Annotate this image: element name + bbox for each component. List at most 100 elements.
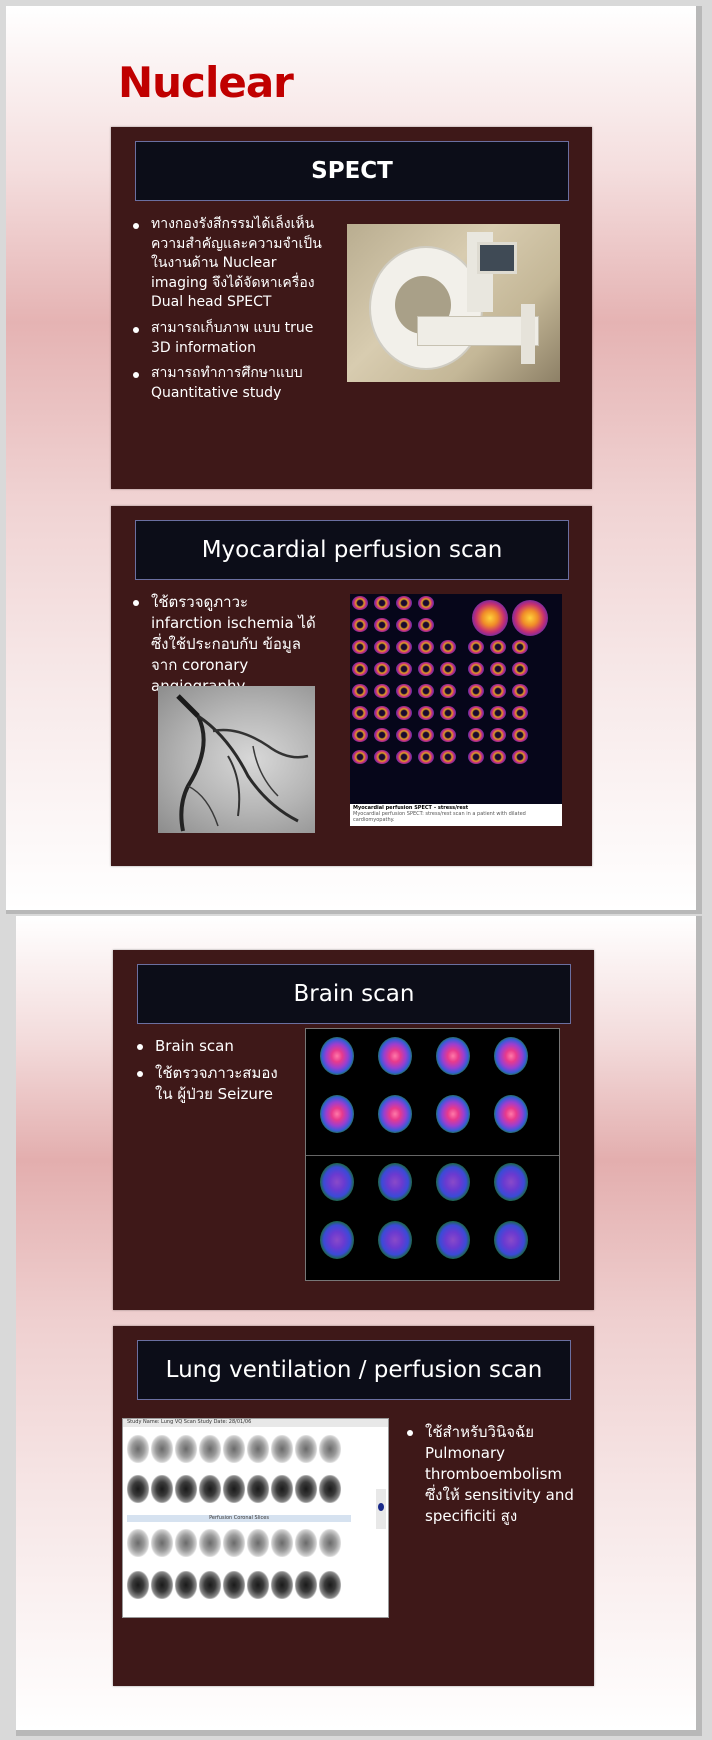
slide-brain-title: Brain scan — [137, 964, 571, 1024]
lung-slice — [295, 1571, 317, 1599]
lung-slice — [247, 1529, 269, 1557]
bullet-item: สามารถเก็บภาพ แบบ true 3D information — [129, 319, 324, 358]
lung-slice — [151, 1529, 173, 1557]
bullet-item: ใช้สำหรับวินิจฉัย Pulmonary thromboembol… — [403, 1422, 578, 1527]
brain-slice — [494, 1162, 528, 1201]
lung-slice — [223, 1529, 245, 1557]
perfusion-slice — [396, 596, 412, 610]
perfusion-slice — [468, 728, 484, 742]
lung-slice — [223, 1571, 245, 1599]
lung-slice — [319, 1475, 341, 1503]
myocardial-perfusion-image: Myocardial perfusion SPECT – stress/rest… — [350, 594, 562, 826]
perfusion-label: Perfusion Coronal Slices — [127, 1515, 351, 1522]
perfusion-slice — [374, 750, 390, 764]
perfusion-slice — [374, 618, 390, 632]
perfusion-slice — [396, 662, 412, 676]
lung-color-scale — [376, 1489, 386, 1529]
perfusion-slice — [490, 750, 506, 764]
brain-bullets: Brain scan ใช้ตรวจภาวะสมองใน ผู้ป่วย Sei… — [133, 1036, 283, 1111]
perfusion-slice — [440, 640, 456, 654]
lung-slice — [271, 1435, 293, 1463]
perfusion-slice — [352, 618, 368, 632]
perfusion-slice — [490, 706, 506, 720]
perfusion-slice — [418, 706, 434, 720]
perfusion-slice — [440, 662, 456, 676]
slide-brain: Brain scan Brain scan ใช้ตรวจภาวะสมองใน … — [113, 950, 594, 1310]
brain-slice — [494, 1220, 528, 1259]
lung-slice — [247, 1475, 269, 1503]
brain-slice — [320, 1220, 354, 1259]
perfusion-caption: Myocardial perfusion SPECT – stress/rest… — [350, 804, 562, 826]
perfusion-slice — [468, 662, 484, 676]
slide-lung-title: Lung ventilation / perfusion scan — [137, 1340, 571, 1400]
perfusion-slice — [468, 750, 484, 764]
perfusion-slice — [490, 640, 506, 654]
perfusion-slice — [374, 662, 390, 676]
lung-slice — [151, 1571, 173, 1599]
slide-spect: SPECT ทางกองรังสีกรรมได้เล็งเห็นความสำคั… — [111, 127, 592, 489]
perfusion-slice — [468, 640, 484, 654]
angiography-image — [158, 686, 315, 833]
perfusion-slice — [512, 684, 528, 698]
perfusion-slice — [418, 640, 434, 654]
lung-slice — [223, 1435, 245, 1463]
perfusion-slice — [440, 750, 456, 764]
lung-slice — [271, 1475, 293, 1503]
perfusion-slice — [490, 684, 506, 698]
lung-slice — [127, 1529, 149, 1557]
brain-slice — [320, 1037, 354, 1075]
polar-map — [512, 600, 548, 636]
lung-image-header: Study Name: Lung VQ Scan Study Date: 28/… — [123, 1419, 388, 1427]
perfusion-slice — [440, 684, 456, 698]
brain-slice — [378, 1095, 412, 1133]
perfusion-slice — [396, 684, 412, 698]
brain-scan-image — [305, 1028, 560, 1281]
perfusion-slice — [352, 706, 368, 720]
lung-slice — [175, 1529, 197, 1557]
page-title: Nuclear — [118, 58, 294, 107]
perfusion-slice — [396, 640, 412, 654]
lung-slice — [247, 1435, 269, 1463]
perfusion-slice — [396, 618, 412, 632]
perfusion-caption-text: Myocardial perfusion SPECT: stress/rest … — [353, 811, 526, 823]
brain-slice — [494, 1037, 528, 1075]
perfusion-slice — [374, 596, 390, 610]
bullet-item: ทางกองรังสีกรรมได้เล็งเห็นความสำคัญและคว… — [129, 215, 324, 313]
lung-slice — [199, 1435, 221, 1463]
brain-slice — [436, 1037, 470, 1075]
lung-bullets: ใช้สำหรับวินิจฉัย Pulmonary thromboembol… — [403, 1422, 578, 1533]
lung-slice — [271, 1529, 293, 1557]
perfusion-slice — [418, 728, 434, 742]
perfusion-slice — [490, 728, 506, 742]
slide-myocardial-title: Myocardial perfusion scan — [135, 520, 569, 580]
lung-slice — [127, 1475, 149, 1503]
perfusion-slice — [396, 728, 412, 742]
lung-scan-image: Study Name: Lung VQ Scan Study Date: 28/… — [122, 1418, 389, 1618]
brain-slice — [378, 1037, 412, 1075]
perfusion-slice — [512, 662, 528, 676]
perfusion-slice — [418, 750, 434, 764]
lung-slice — [199, 1571, 221, 1599]
perfusion-slice — [352, 684, 368, 698]
perfusion-slice — [374, 684, 390, 698]
perfusion-slice — [512, 728, 528, 742]
perfusion-slice — [512, 750, 528, 764]
bullet-item: ใช้ตรวจดูภาวะ infarction ischemia ได้ ซึ… — [129, 592, 319, 697]
perfusion-slice — [374, 640, 390, 654]
perfusion-slice — [440, 728, 456, 742]
perfusion-slice — [374, 706, 390, 720]
brain-slice — [494, 1095, 528, 1133]
spect-machine-photo — [347, 224, 560, 382]
perfusion-slice — [512, 706, 528, 720]
bullet-item: Brain scan — [133, 1036, 283, 1057]
lung-slice — [271, 1571, 293, 1599]
lung-slice — [127, 1435, 149, 1463]
perfusion-slice — [352, 750, 368, 764]
perfusion-slice — [418, 618, 434, 632]
perfusion-slice — [418, 596, 434, 610]
perfusion-slice — [352, 596, 368, 610]
perfusion-slice — [352, 662, 368, 676]
bullet-item: ใช้ตรวจภาวะสมองใน ผู้ป่วย Seizure — [133, 1063, 283, 1105]
lung-slice — [295, 1529, 317, 1557]
perfusion-slice — [440, 706, 456, 720]
